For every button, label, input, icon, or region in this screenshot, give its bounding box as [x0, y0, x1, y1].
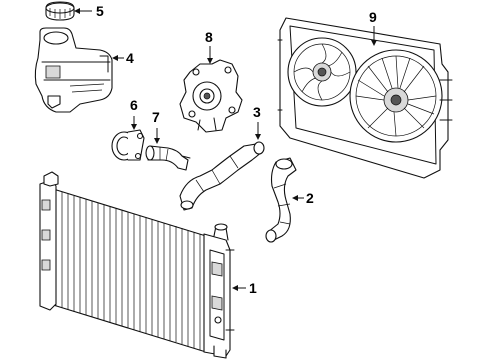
callout-3-label: 3 [253, 104, 261, 120]
callout-2: 2 [292, 190, 314, 206]
callout-1-label: 1 [249, 280, 257, 296]
callout-1: 1 [232, 280, 257, 296]
callout-9-label: 9 [369, 9, 377, 25]
callout-8: 8 [205, 29, 213, 64]
thermostat-housing[interactable] [111, 129, 145, 161]
coolant-reservoir[interactable] [34, 27, 113, 113]
right-fan [349, 49, 443, 143]
callout-3: 3 [253, 104, 261, 140]
bypass-hose[interactable] [145, 145, 191, 171]
callout-8-label: 8 [205, 29, 213, 45]
left-fan [287, 37, 357, 107]
callout-9: 9 [369, 9, 377, 46]
callout-7-label: 7 [152, 109, 160, 125]
callout-4-label: 4 [126, 50, 134, 66]
callout-7: 7 [152, 109, 160, 144]
water-pump[interactable] [179, 59, 243, 133]
cooling-fan-assembly[interactable] [277, 17, 453, 179]
callout-5-label: 5 [96, 3, 104, 19]
reservoir-cap[interactable] [45, 1, 75, 21]
upper-radiator-hose[interactable] [179, 141, 265, 211]
radiator[interactable] [39, 171, 235, 359]
callout-6: 6 [130, 97, 138, 130]
callout-5: 5 [74, 3, 104, 19]
lower-radiator-hose[interactable] [265, 157, 297, 243]
callout-2-label: 2 [306, 190, 314, 206]
callout-4: 4 [112, 50, 134, 66]
callout-6-label: 6 [130, 97, 138, 113]
